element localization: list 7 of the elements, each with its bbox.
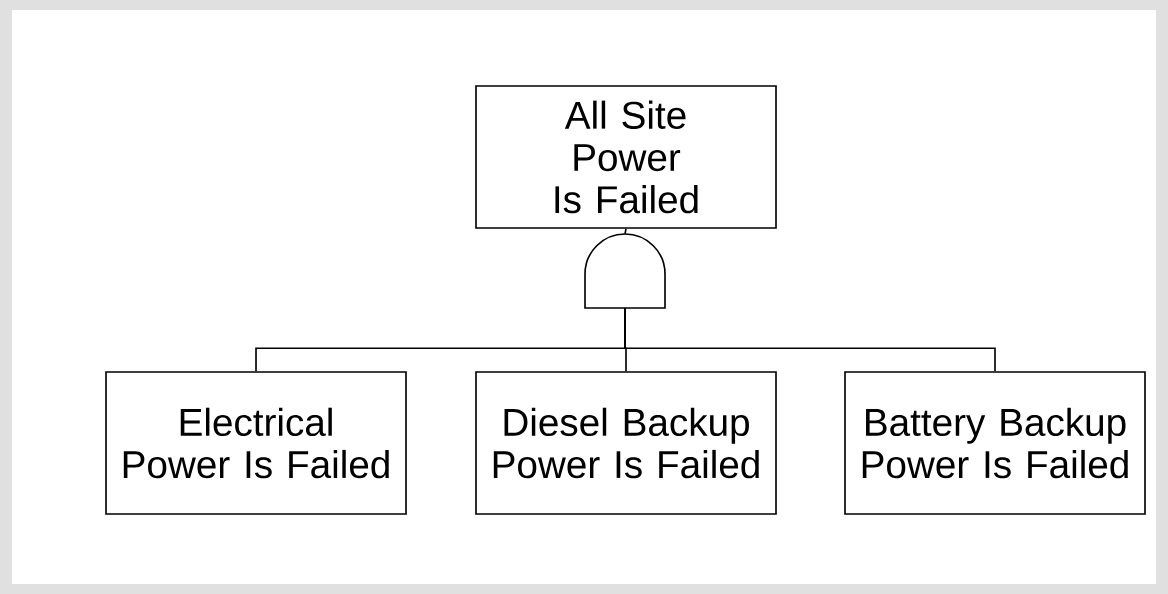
event-box: Battery Backup Power Is Failed [844, 371, 1146, 515]
connector-line [624, 307, 996, 372]
event-box: Electrical Power Is Failed [105, 371, 407, 515]
connector-line [624, 228, 627, 235]
event-box: All Site Power Is Failed [475, 85, 777, 229]
event-box: Diesel Backup Power Is Failed [475, 371, 777, 515]
and-gate [584, 233, 666, 309]
